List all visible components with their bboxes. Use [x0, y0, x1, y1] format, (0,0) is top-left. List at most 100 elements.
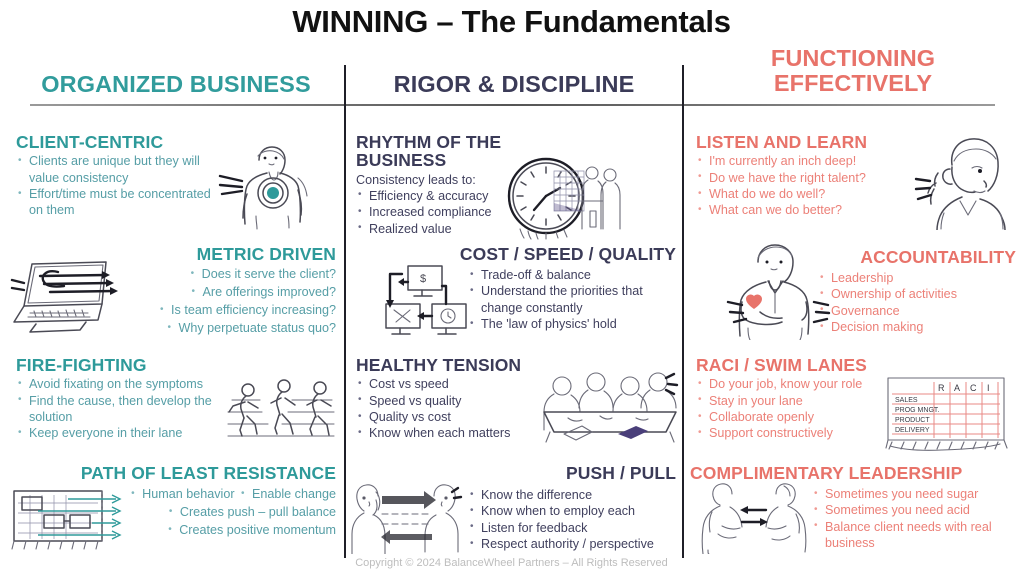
list-item: Trade-off & balance — [468, 266, 668, 283]
monitors-network-icon: $ — [378, 262, 478, 340]
column-divider-left — [344, 65, 346, 558]
list-item: Understand the priorities that change co… — [468, 283, 668, 316]
section-bullets: Know the difference Know when to employ … — [468, 486, 680, 552]
two-people-arrows-icon — [350, 482, 470, 554]
svg-text:SALES: SALES — [895, 397, 918, 404]
list-item: Decision making — [818, 319, 1018, 335]
header-divider-rule — [30, 104, 995, 106]
two-leaders-icon — [700, 482, 810, 554]
list-item: Know when to employ each — [468, 503, 680, 519]
list-item: What do we do well? — [696, 186, 906, 202]
column-header-rigor-discipline: RIGOR & DISCIPLINE — [393, 71, 635, 97]
section-bullets: Cost vs speed Speed vs quality Quality v… — [356, 376, 556, 441]
list-item: Cost vs speed — [356, 376, 556, 392]
list-item: Ownership of activities — [818, 286, 1018, 302]
list-item: Enable change — [239, 485, 336, 502]
section-title: COMPLIMENTARY LEADERSHIP — [690, 463, 963, 483]
person-listening-icon — [908, 135, 1018, 230]
svg-text:A: A — [954, 383, 960, 393]
section-title: RACI / SWIM LANES — [696, 355, 867, 375]
list-item: Sometimes you need acid — [812, 502, 1018, 518]
list-item: Efficiency & accuracy — [356, 187, 556, 204]
list-item: Creates push – pull balance — [167, 503, 336, 520]
svg-text:$: $ — [420, 273, 426, 285]
list-item: Avoid fixating on the symptoms — [16, 376, 251, 392]
list-item: Listen for feedback — [468, 519, 680, 536]
list-item: Stay in your lane — [696, 392, 888, 409]
svg-text:I: I — [987, 383, 990, 393]
section-rhythm-of-the-business: RHYTHM OF THE BUSINESS Consistency leads… — [356, 133, 556, 237]
list-item: Balance client needs with real business — [812, 518, 1018, 552]
section-push-pull: PUSH / PULL — [406, 464, 676, 484]
list-item: Creates positive momentum — [166, 521, 336, 538]
section-complimentary-leadership: COMPLIMENTARY LEADERSHIP — [690, 464, 1018, 484]
section-title: LISTEN AND LEARN — [696, 132, 868, 152]
list-item: Governance — [818, 302, 1018, 319]
svg-text:R: R — [938, 383, 945, 393]
list-item: Keep everyone in their lane — [16, 425, 251, 441]
section-title: PUSH / PULL — [566, 463, 676, 483]
list-item: Do we have the right talent? — [696, 169, 906, 186]
section-accountability-bullets: Leadership Ownership of activities Gover… — [818, 269, 1018, 335]
section-bullets: Clients are unique but they will value c… — [16, 153, 211, 218]
list-item: I'm currently an inch deep! — [696, 153, 906, 169]
list-item: Respect authority / perspective — [468, 536, 680, 552]
page-title: WINNING – The Fundamentals — [292, 4, 731, 39]
section-client-centric: CLIENT-CENTRIC Clients are unique but th… — [16, 133, 211, 219]
list-item: Leadership — [818, 269, 1018, 286]
list-item: Find the cause, then develop the solutio… — [16, 392, 251, 426]
list-item: Quality vs cost — [356, 409, 556, 425]
section-lead: Consistency leads to: — [356, 172, 476, 187]
list-item: Support constructively — [696, 425, 888, 441]
section-cost-speed-quality-bullets: Trade-off & balance Understand the prior… — [468, 266, 668, 332]
list-item: Know the difference — [468, 486, 680, 503]
section-bullets: Avoid fixating on the symptoms Find the … — [16, 376, 251, 441]
section-path-of-least-resistance: PATH OF LEAST RESISTANCE — [28, 464, 336, 484]
list-item: Why perpetuate status quo? — [165, 320, 336, 336]
column-header-organized-business: ORGANIZED BUSINESS — [41, 71, 311, 97]
section-listen-and-learn: LISTEN AND LEARN I'm currently an inch d… — [696, 133, 906, 219]
section-title: RHYTHM OF THE BUSINESS — [356, 132, 502, 171]
section-bullets: Do your job, know your role Stay in your… — [696, 376, 888, 441]
list-item: Increased compliance — [356, 204, 556, 220]
svg-text:PRODUCT: PRODUCT — [895, 417, 930, 424]
list-item: Do your job, know your role — [696, 376, 888, 392]
flow-diagram-icon — [8, 487, 126, 557]
section-bullets: Sometimes you need sugar Sometimes you n… — [812, 485, 1018, 552]
runners-lanes-icon — [222, 378, 340, 446]
svg-text:DELIVERY: DELIVERY — [895, 427, 930, 434]
svg-text:PROG MNGT.: PROG MNGT. — [895, 407, 939, 414]
list-item: Are offerings improved? — [190, 284, 336, 300]
section-bullets: Human behavior Enable change Creates pus… — [128, 485, 336, 539]
svg-text:C: C — [970, 383, 977, 393]
section-metric-driven: METRIC DRIVEN Does it serve the client? … — [118, 245, 336, 337]
section-complimentary-leadership-bullets: Sometimes you need sugar Sometimes you n… — [812, 485, 1018, 552]
section-title: HEALTHY TENSION — [356, 355, 522, 375]
section-bullets: Efficiency & accuracy Increased complian… — [356, 187, 556, 237]
section-bullets: Does it serve the client? Are offerings … — [118, 265, 336, 337]
section-bullets: I'm currently an inch deep! Do we have t… — [696, 153, 906, 218]
list-item: What can we do better? — [696, 202, 906, 218]
section-title: CLIENT-CENTRIC — [16, 132, 164, 152]
section-title: ACCOUNTABILITY — [860, 247, 1016, 267]
meeting-table-icon — [540, 372, 680, 444]
list-item: Speed vs quality — [356, 392, 556, 409]
section-title: FIRE-FIGHTING — [16, 355, 147, 375]
list-item: Sometimes you need sugar — [812, 485, 1018, 502]
list-item: Realized value — [356, 220, 556, 237]
section-path-of-least-resistance-bullets: Human behavior Enable change Creates pus… — [128, 485, 336, 539]
person-target-icon — [212, 138, 332, 230]
section-title: PATH OF LEAST RESISTANCE — [80, 463, 336, 483]
section-bullets: Leadership Ownership of activities Gover… — [818, 269, 1018, 335]
section-cost-speed-quality: COST / SPEED / QUALITY — [406, 245, 676, 265]
section-raci-swim-lanes: RACI / SWIM LANES Do your job, know your… — [696, 356, 888, 442]
section-fire-fighting: FIRE-FIGHTING Avoid fixating on the symp… — [16, 356, 251, 442]
section-bullets: Trade-off & balance Understand the prior… — [468, 266, 668, 332]
section-healthy-tension: HEALTHY TENSION Cost vs speed Speed vs q… — [356, 356, 556, 442]
column-header-functioning-effectively: FUNCTIONING EFFECTIVELY — [770, 45, 936, 97]
section-title: COST / SPEED / QUALITY — [459, 244, 676, 264]
list-item: Know when each matters — [356, 425, 556, 441]
clock-chart-icon — [498, 153, 626, 243]
person-heart-icon — [722, 240, 832, 340]
